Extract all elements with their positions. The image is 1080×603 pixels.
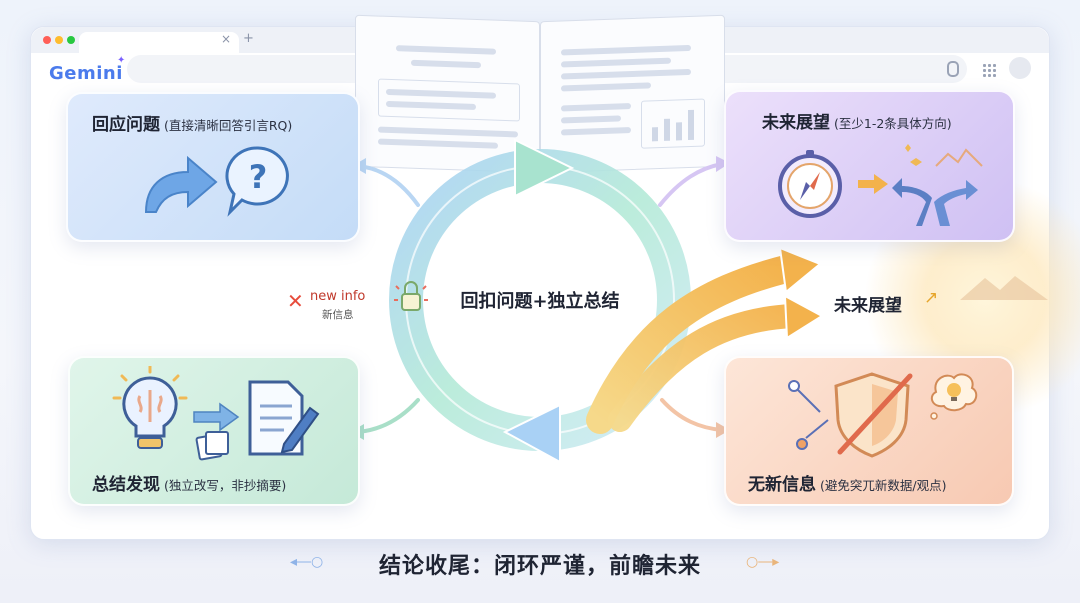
new-tab-icon[interactable]: + — [243, 31, 254, 46]
center-label: 回扣问题+独立总结 — [460, 291, 620, 312]
question-bubble-icon: ? — [225, 146, 289, 217]
arrow-right-icon — [858, 174, 888, 194]
footer-deco-right-icon: ○―▸ — [746, 554, 780, 570]
fork-road-icon — [892, 144, 983, 226]
blocked-new-info-sub: 新信息 — [322, 309, 354, 321]
card-title: 无新信息 — [748, 475, 816, 495]
maximize-dot[interactable] — [67, 36, 75, 44]
card-title: 总结发现 — [92, 475, 160, 495]
footer-deco-left-icon: ◂―○ — [290, 554, 324, 570]
lock-icon — [394, 281, 428, 311]
card-subtitle: (独立改写，非抄摘要) — [164, 478, 287, 493]
x-icon: ✕ — [287, 289, 304, 313]
brain-bulb-icon — [112, 366, 188, 449]
mountain-icon — [960, 276, 1048, 300]
copy-pages-icon — [195, 431, 229, 461]
card-summarize-findings: 总结发现 (独立改写，非抄摘要) — [68, 356, 360, 506]
card-title: 未来展望 — [762, 113, 830, 133]
card-no-new-info: 无新信息 (避免突兀新数据/观点) — [724, 356, 1014, 506]
card-title: 回应问题 — [92, 115, 160, 135]
future-arrow-upper — [586, 254, 804, 434]
shield-slash-icon — [834, 372, 913, 458]
minimize-dot[interactable] — [55, 36, 63, 44]
tab-close-icon[interactable]: × — [221, 32, 232, 46]
close-dot[interactable] — [43, 36, 51, 44]
mic-icon[interactable] — [947, 61, 959, 77]
avatar[interactable] — [1009, 57, 1031, 79]
card-subtitle: (避免突兀新数据/观点) — [820, 478, 947, 493]
cycle-arrowhead-bottom — [502, 403, 561, 464]
arrow-right-icon — [193, 402, 240, 432]
trend-arrow-icon: ↗ — [924, 288, 939, 308]
arrow-turn-icon — [144, 155, 218, 213]
compass-icon — [778, 150, 842, 218]
card-answer-question: 回应问题 (直接清晰回答引言RQ) ? — [66, 92, 360, 242]
cycle-arrowhead-top — [514, 138, 575, 198]
card-subtitle: (直接清晰回答引言RQ) — [164, 118, 293, 133]
apps-grid-icon[interactable] — [982, 63, 996, 77]
gemini-logo: Gemini — [49, 63, 123, 84]
sparkle-icon: ✦ — [117, 55, 126, 66]
document-pen-icon — [248, 380, 320, 456]
lightbulb-thought-icon — [930, 373, 978, 420]
future-label: 未来展望 — [834, 296, 902, 316]
svg-text:?: ? — [249, 158, 268, 196]
browser-tab[interactable] — [79, 32, 239, 53]
card-subtitle: (至少1-2条具体方向) — [834, 116, 952, 131]
blocked-new-info-label: new info — [310, 289, 366, 304]
future-arrow-lower — [608, 304, 804, 432]
scatter-link-icon — [788, 380, 829, 450]
footer-title: 结论收尾：闭环严谨，前瞻未来 — [378, 554, 701, 579]
card-future-outlook: 未来展望 (至少1-2条具体方向) — [724, 90, 1015, 242]
